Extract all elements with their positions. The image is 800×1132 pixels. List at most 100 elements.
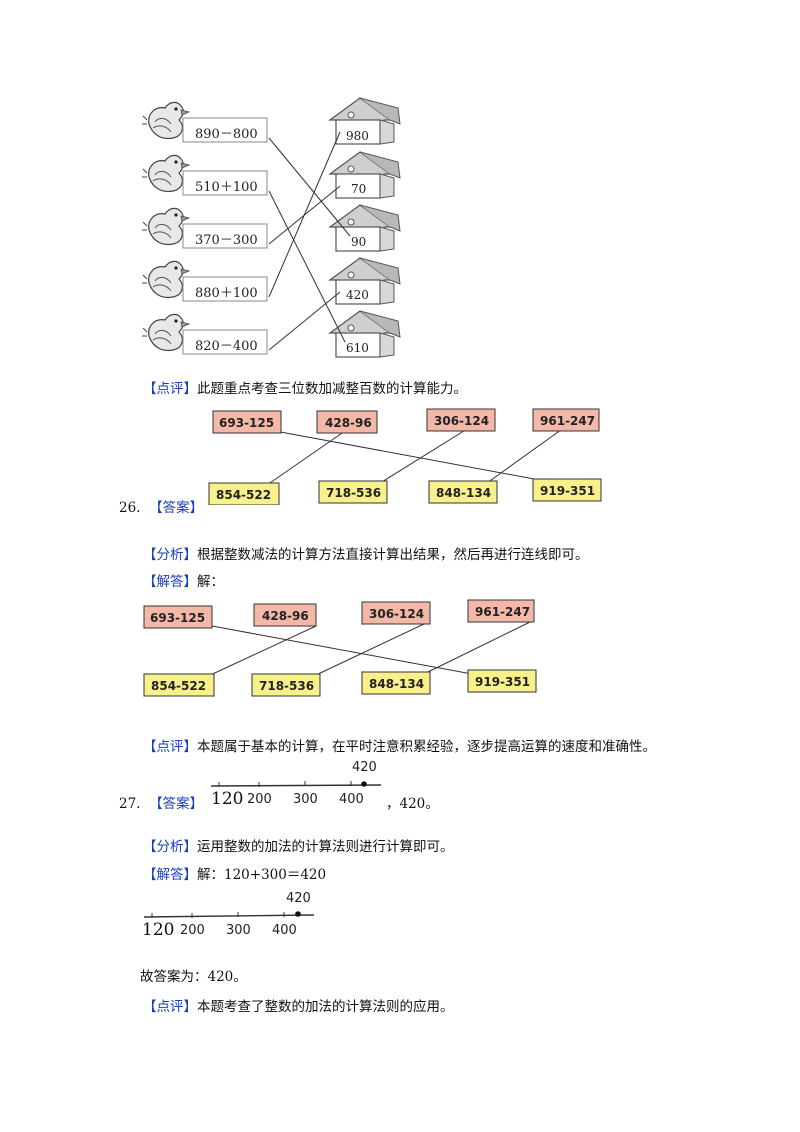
analysis-tag: 【分析】 [143,547,197,563]
q27-answer-line: 27. 【答案】 [119,795,203,813]
answer-tag: 【答案】 [149,796,204,812]
card-label: 961-247 [475,605,530,619]
solution-text: 解： [197,574,224,590]
expression-row: 820－400 [141,313,268,355]
house-item: 90 [329,204,401,252]
number-axis [210,784,382,787]
house-value: 610 [346,341,369,355]
q27-analysis-line: 【分析】运用整数的加法的计算法则进行计算即可。 [143,838,454,856]
comment-text: 本题属于基本的计算，在平时注意积累经验，逐步提高运算的速度和准确性。 [197,739,656,755]
point-label: 420 [352,760,377,775]
house-value: 70 [351,182,366,196]
card-label: 961-247 [540,414,595,428]
card-label: 718-536 [326,486,381,500]
house-item: 980 [329,97,401,145]
card-label: 306-124 [434,414,489,428]
tick-label: 120 [142,920,174,940]
card-label: 428-96 [325,416,372,430]
top-card: 961-247 [467,599,535,623]
q26-solution-figure: 693-125 428-96 306-124 961-247 854-522 7… [143,599,537,697]
match-line [268,190,346,343]
bottom-card: 718-536 [318,480,388,504]
card-label: 854-522 [151,679,206,693]
house-item: 420 [329,257,401,305]
q27-final-answer: 故答案为：420。 [140,969,247,985]
analysis-tag: 【分析】 [143,839,197,855]
analysis-text: 根据整数减法的计算方法直接计算出结果，然后再进行连线即可。 [197,547,589,563]
tick-label: 200 [247,792,272,807]
card-label: 848-134 [369,677,424,691]
comment-tag: 【点评】 [143,739,197,755]
match-line [268,131,341,298]
q27-solution-numberline: 420 120 200 300 400 [142,891,315,940]
expression-box [182,329,268,355]
bird-icon [141,313,190,352]
tick-label: 200 [180,923,205,938]
top-card: 306-124 [426,408,496,432]
expression-box [182,223,268,249]
card-label: 693-125 [219,416,274,430]
expression-box [182,170,268,196]
match-line [268,137,351,237]
q27-answer-suffix: ，420。 [386,796,439,812]
tick-label: 400 [339,792,364,807]
bird-icon [141,260,190,299]
expression-row: 880＋100 [141,260,268,302]
bottom-card: 919-351 [532,478,602,502]
house-item: 610 [329,310,401,358]
card-label: 854-522 [216,488,271,502]
q26-solution-line: 【解答】解： [143,573,224,591]
card-label: 919-351 [540,484,595,498]
comment-tag: 【点评】 [143,381,197,397]
bird-icon [141,101,190,140]
tick-label: 400 [272,923,297,938]
match-line [268,291,341,351]
card-label: 693-125 [150,611,205,625]
expression-label: 820－400 [195,339,258,354]
top-card: 961-247 [532,408,600,432]
solution-text: 解：120+300＝420 [197,867,327,883]
expression-label: 890－800 [195,127,258,142]
bottom-card: 854-522 [143,673,215,697]
house-value: 90 [351,235,366,249]
point-label: 420 [286,891,311,906]
bottom-card: 854-522 [208,482,280,505]
card-label: 848-134 [436,486,491,500]
q26-analysis-line: 【分析】根据整数减法的计算方法直接计算出结果，然后再进行连线即可。 [143,546,589,564]
bird-house-matching-figure: 890－800 510＋100 370－300 880＋100 820－400 … [141,97,401,358]
bottom-card: 848-134 [428,480,498,504]
house-value: 980 [346,129,369,143]
comment-text: 本题考查了整数的加法的计算法则的应用。 [197,999,454,1015]
q26-answer-figure: 693-125 428-96 306-124 961-247 854-522 7… [208,408,602,505]
card-label: 306-124 [369,607,424,621]
q27-solution-line: 【解答】解：120+300＝420 [143,866,326,884]
bottom-card: 919-351 [467,669,537,693]
expression-row: 370－300 [141,207,268,249]
solution-tag: 【解答】 [143,574,197,590]
q26-comment-line: 【点评】本题属于基本的计算，在平时注意积累经验，逐步提高运算的速度和准确性。 [143,738,656,756]
house-item: 70 [329,151,401,199]
comment-tag: 【点评】 [143,999,197,1015]
expression-label: 510＋100 [195,180,258,195]
tick-label: 300 [226,923,251,938]
question-number: 27. [119,796,141,812]
expression-label: 880＋100 [195,286,258,301]
bird-icon [141,207,190,246]
answer-tag: 【答案】 [149,500,204,516]
expression-label: 370－300 [195,233,258,248]
bird-icon [141,154,190,193]
top-card: 693-125 [143,605,213,629]
card-label: 919-351 [475,675,530,689]
bottom-card: 848-134 [361,671,431,695]
house-value: 420 [346,288,369,302]
comment-line: 【点评】此题重点考查三位数加减整百数的计算能力。 [143,380,467,398]
expression-box [182,276,268,302]
bottom-card: 718-536 [251,673,321,697]
question-number: 26. [119,500,141,516]
top-card: 428-96 [316,410,378,434]
number-axis [143,914,315,918]
q27-comment-line: 【点评】本题考查了整数的加法的计算法则的应用。 [143,998,454,1016]
card-label: 718-536 [259,679,314,693]
expression-row: 510＋100 [141,154,268,196]
top-card: 306-124 [361,601,431,625]
